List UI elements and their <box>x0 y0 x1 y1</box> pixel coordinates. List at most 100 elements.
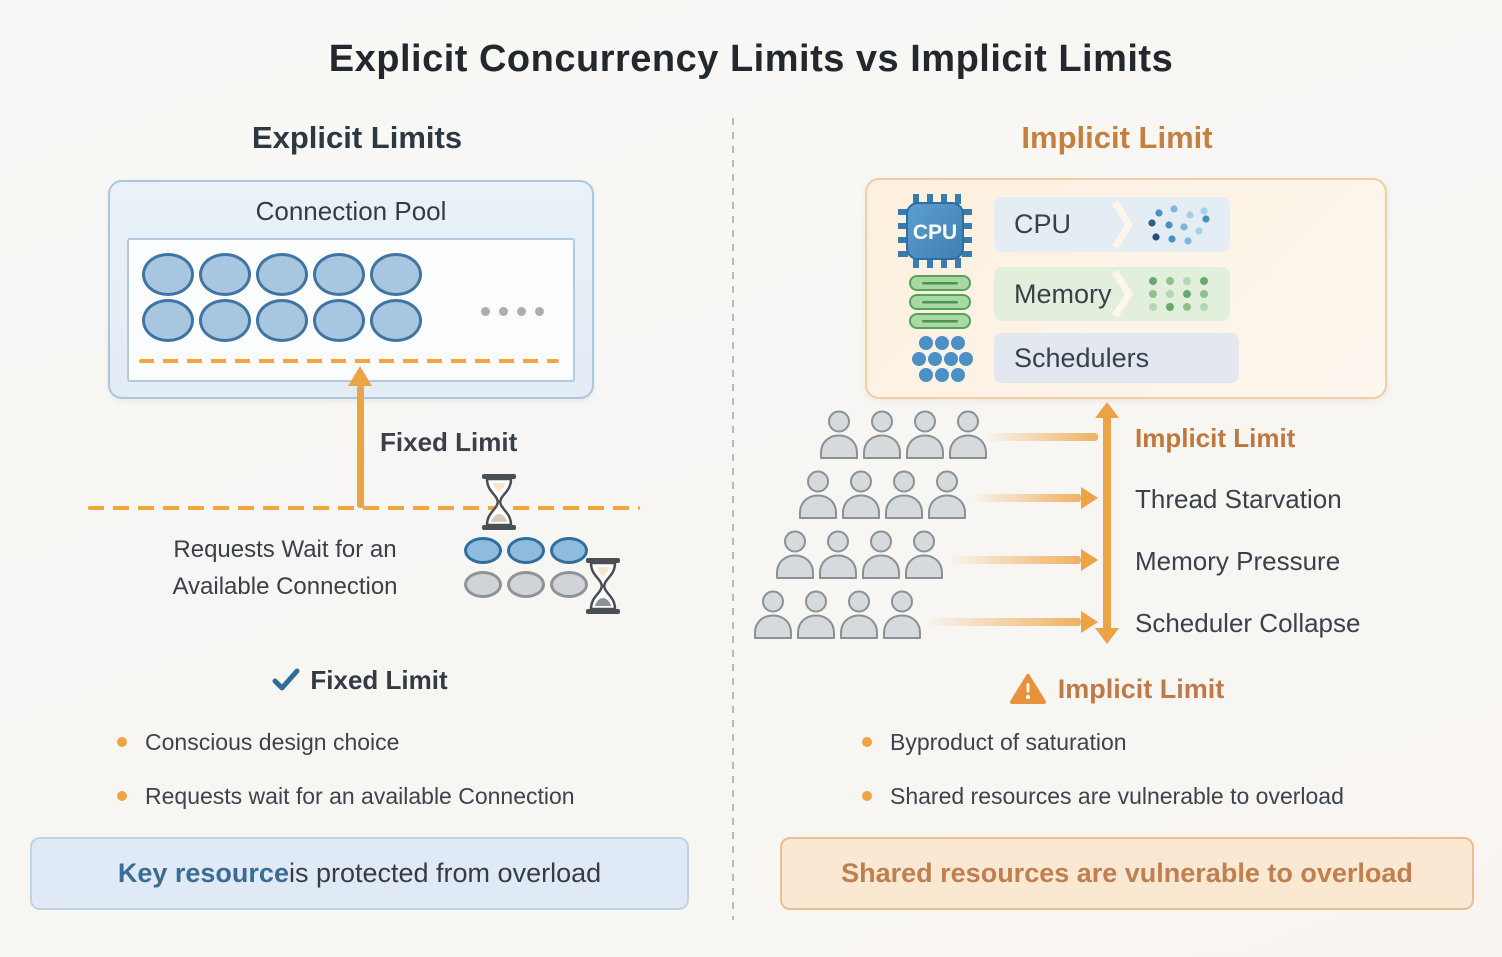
connection-slot <box>256 299 308 342</box>
implicit-section-header: Implicit Limit <box>1021 120 1213 155</box>
person-icon <box>840 590 878 639</box>
cpu-chip-icon: CPU <box>898 194 972 268</box>
thread-starvation-connector <box>975 494 1081 502</box>
implicit-bullet-2: Shared resources are vulnerable to overl… <box>890 783 1344 809</box>
explicit-callout-rest: is protected from overload <box>288 858 602 888</box>
waiting-request-queued <box>507 571 545 598</box>
explicit-callout: Key resource is protected from overload <box>30 837 689 910</box>
connection-pool-slots <box>127 238 575 382</box>
connection-slot <box>370 253 422 296</box>
person-icon <box>949 410 987 459</box>
person-icon <box>862 530 900 579</box>
implicit-limit-summary-header: Implicit Limit <box>867 673 1367 705</box>
resource-label-memory: Memory <box>1014 278 1112 309</box>
explicit-section-header: Explicit Limits <box>251 120 463 155</box>
svg-text:CPU: CPU <box>913 221 957 244</box>
connection-slot <box>142 299 194 342</box>
explicit-bullet-2: Requests wait for an available Connectio… <box>145 783 575 809</box>
chevron-icon <box>1112 200 1134 249</box>
fixed-limit-arrow-label: Fixed Limit <box>380 427 518 457</box>
implicit-limit-axis <box>1103 416 1111 630</box>
person-icon <box>842 470 880 519</box>
connection-pool-title: Connection Pool <box>255 196 447 226</box>
wait-note: Requests Wait for an Available Connectio… <box>120 531 450 605</box>
ladder-label-scheduler-collapse: Scheduler Collapse <box>1135 608 1361 638</box>
person-icon <box>776 530 814 579</box>
connection-slot <box>142 253 194 296</box>
arrow-head-icon <box>1081 487 1098 509</box>
overflow-dot <box>499 307 508 316</box>
person-icon <box>863 410 901 459</box>
arrow-head-icon <box>1081 611 1098 633</box>
connection-slot <box>256 253 308 296</box>
section-divider <box>732 118 734 920</box>
resource-bar-memory: Memory <box>994 267 1230 321</box>
bullet-icon <box>117 737 127 747</box>
limit-dashed-line <box>88 506 640 510</box>
ram-icon <box>909 275 971 329</box>
waiting-requests-queued <box>464 571 588 598</box>
waiting-request-active <box>550 537 588 564</box>
warning-icon <box>1009 674 1046 704</box>
person-icon <box>820 410 858 459</box>
page-title: Explicit Concurrency Limits vs Implicit … <box>328 38 1174 80</box>
wait-note-line1: Requests Wait for an <box>173 536 397 563</box>
implicit-limit-summary-label: Implicit Limit <box>1057 673 1225 704</box>
person-icon <box>754 590 792 639</box>
fixed-limit-arrow-head <box>348 366 372 386</box>
person-icon <box>928 470 966 519</box>
connection-slot <box>199 253 251 296</box>
explicit-callout-highlight: Key resource <box>117 858 289 888</box>
implicit-limit-connector <box>988 433 1098 441</box>
person-icon <box>797 590 835 639</box>
waiting-request-active <box>464 537 502 564</box>
overflow-dots <box>481 307 544 316</box>
resource-bar-cpu: CPU <box>994 197 1230 252</box>
fixed-limit-arrow <box>357 385 364 508</box>
ladder-label-thread-starvation: Thread Starvation <box>1135 484 1342 514</box>
memory-pressure-connector <box>952 556 1081 564</box>
person-icon <box>905 530 943 579</box>
person-icon <box>819 530 857 579</box>
waiting-requests-active <box>464 537 588 564</box>
resource-label-cpu: CPU <box>1014 209 1072 239</box>
resource-label-schedulers: Schedulers <box>1014 342 1150 373</box>
bullet-icon <box>862 737 872 747</box>
person-icon <box>799 470 837 519</box>
fixed-limit-summary-header: Fixed Limit <box>110 665 610 696</box>
bullet-icon <box>862 791 872 801</box>
pool-limit-dashed-line <box>139 359 559 363</box>
connection-slot <box>370 299 422 342</box>
waiting-request-active <box>507 537 545 564</box>
memory-usage-dots <box>1149 277 1208 311</box>
connection-slot <box>313 253 365 296</box>
axis-arrow-up-icon <box>1095 402 1119 418</box>
fixed-limit-summary-label: Fixed Limit <box>310 665 448 695</box>
scheduler-dots-icon <box>912 336 973 382</box>
chevron-icon <box>1112 270 1134 318</box>
overflow-dot <box>481 307 490 316</box>
implicit-callout-text: Shared resources are vulnerable to overl… <box>841 858 1413 888</box>
arrow-head-icon <box>1081 549 1098 571</box>
resource-bar-schedulers: Schedulers <box>994 333 1239 383</box>
implicit-callout: Shared resources are vulnerable to overl… <box>780 837 1474 910</box>
check-icon <box>272 668 300 691</box>
bullet-icon <box>117 791 127 801</box>
hourglass-icon <box>482 474 516 530</box>
ladder-label-memory-pressure: Memory Pressure <box>1135 546 1341 576</box>
waiting-request-queued <box>464 571 502 598</box>
overflow-dot <box>517 307 526 316</box>
wait-note-line2: Available Connection <box>172 573 398 600</box>
axis-arrow-down-icon <box>1095 628 1119 644</box>
connection-grid <box>142 253 422 342</box>
connection-slot <box>313 299 365 342</box>
implicit-bullet-1: Byproduct of saturation <box>890 729 1127 755</box>
hourglass-icon <box>586 558 620 614</box>
connection-slot <box>199 299 251 342</box>
waiting-request-queued <box>550 571 588 598</box>
shared-resources-panel: CPU CPU Memory Sc <box>865 178 1387 399</box>
explicit-bullet-1: Conscious design choice <box>145 729 400 755</box>
overflow-dot <box>535 307 544 316</box>
ladder-label-implicit-limit: Implicit Limit <box>1135 423 1296 453</box>
